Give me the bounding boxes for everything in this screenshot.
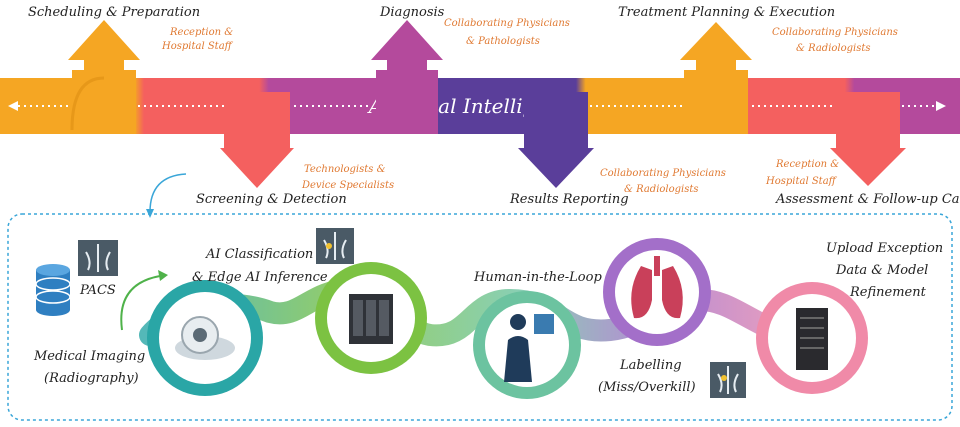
green-flow-arrowhead [158,270,168,281]
stage-diagnosis-role-line2: & Pathologists [466,36,540,47]
xray-thumbnail-ai-icon [316,228,354,264]
stage-results-role-line2: & Radiologists [624,184,699,195]
workflow-node-human-loop [473,291,581,399]
pacs-label: PACS [79,283,116,298]
workflow-node-labelling [603,238,711,346]
human-loop-label: Human-in-the-Loop [473,270,602,285]
workflow-box [7,213,953,421]
stage-treatment-role-line2: & Radiologists [796,43,871,54]
diagnosis-up-arrow [371,20,443,134]
labelling-label-line2: (Miss/Overkill) [598,380,696,395]
stage-assessment-role-line2: Hospital Staff [765,176,838,187]
stage-results-role-line1: Collaborating Physicians [600,168,726,179]
stage-assessment-label: Assessment & Follow-up Care [775,192,960,207]
stage-diagnosis-label: Diagnosis [379,5,445,20]
labelling-label-line1: Labelling [619,358,682,373]
medical-imaging-label-line1: Medical Imaging [33,349,145,364]
scheduling-up-arrow [68,20,140,134]
database-icon [35,264,71,316]
ai-classification-label-line2: & Edge AI Inference [192,270,328,285]
stage-screening-role-line1: Technologists & [304,164,386,175]
workflow-node-upload [756,282,868,394]
medical-imaging-label-line2: (Radiography) [44,371,139,386]
ai-classification-label-line1: AI Classification [205,247,313,262]
stage-screening-label: Screening & Detection [196,192,347,207]
stage-screening-role-line2: Device Specialists [301,180,394,191]
xray-thumbnail-label-icon [710,362,746,398]
screening-down-arrow [220,92,294,188]
stage-assessment-role-line1: Reception & [775,159,839,170]
upload-label-line1: Upload Exception [826,241,943,256]
workflow-node-edge-ai [315,262,427,374]
stage-treatment-role-line1: Collaborating Physicians [772,27,898,38]
stage-scheduling-label: Scheduling & Preparation [28,5,200,20]
green-flow-arrow [120,275,161,331]
stage-scheduling-role-line1: Reception & [169,27,233,38]
stage-results-label: Results Reporting [509,192,629,207]
assessment-down-arrow [830,92,906,186]
results-down-arrow [518,92,594,188]
stage-scheduling-role-line2: Hospital Staff [161,41,234,52]
workflow-node-imaging [147,280,263,396]
upload-label-line3: Refinement [849,285,927,300]
upload-label-line2: Data & Model [835,263,928,278]
banner-left-arrowhead [8,101,18,111]
connector-arrow [149,173,187,213]
stage-treatment-label: Treatment Planning & Execution [618,5,835,20]
xray-thumbnail-pacs-icon [78,240,118,276]
treatment-up-arrow [680,22,752,134]
banner-right-arrowhead [936,101,946,111]
stage-diagnosis-role-line1: Collaborating Physicians [444,18,570,29]
